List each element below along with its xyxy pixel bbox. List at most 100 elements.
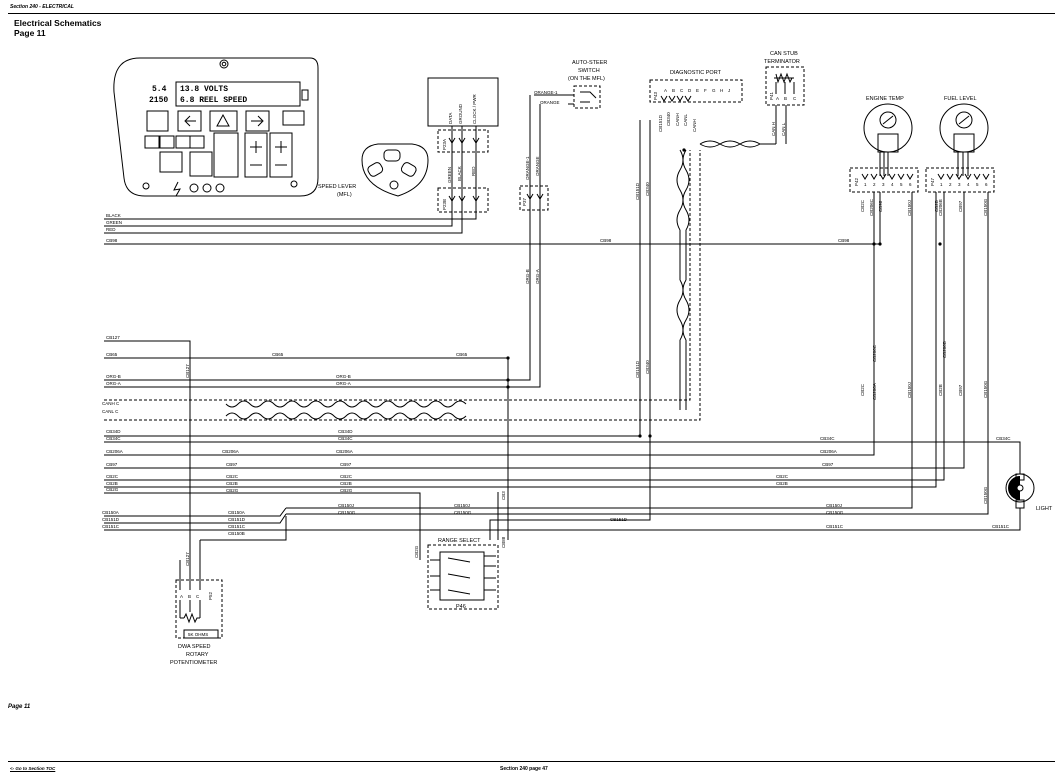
panel-screw-right (290, 180, 298, 188)
panel-button-left[interactable] (177, 110, 202, 132)
wm-cb3: CB3 (501, 491, 506, 500)
v-orga: ORG-A (535, 269, 540, 284)
wr-cb97: CB97 (822, 462, 834, 467)
wr-cb150j: CB150J (826, 503, 842, 508)
v-cb98-top: CB98 (878, 200, 883, 212)
wr-cb206a: CB206A (820, 449, 837, 454)
v-cb2b-top: CB2B (934, 200, 939, 212)
pot-pin-a: A (180, 594, 183, 599)
clock-controller: DATA GROUND CLOCK / PWR P23A P23B GREEN … (427, 77, 499, 213)
v-canl-diag: CANL (683, 113, 688, 126)
p47-pin-3: 3 (958, 182, 961, 187)
v-cb340-2: CB340 (645, 360, 650, 374)
wire-labels-right: CB98 CB34C CB206A CB97 CB2C CB2B CB150J … (776, 238, 1011, 529)
panel-button-plus-2[interactable] (269, 132, 293, 178)
title-line-2: Page 11 (14, 28, 46, 38)
p42-pin-1: 1 (864, 182, 867, 187)
can-stub-terminator: CAN STUB TERMINATOR P41 A B C CAN H CAN … (764, 51, 805, 144)
wm-cb150j-1: CB150J (338, 503, 354, 508)
v-cb206b-mid: CB206B (942, 341, 947, 358)
can-stub-label-2: TERMINATOR (764, 59, 800, 65)
diag-pin-a: A (664, 88, 667, 93)
pot-pin-c: C (196, 594, 200, 599)
wl-cb150a: CB150A (102, 510, 119, 515)
auto-steer-switch: AUTO-STEER SWITCH (ON THE MFL) ORANGE-1 … (519, 60, 607, 212)
wm-cb150a: CB150A (228, 510, 245, 515)
v-cb150g-top: CB150G (983, 198, 988, 216)
wm-cb88: CB88 (501, 536, 506, 548)
wm-cb150b: CB150B (228, 531, 245, 536)
v-cb151d-1: CB151D (635, 182, 640, 200)
p42-pin-6: 6 (909, 182, 912, 187)
can-pin-b: B (784, 96, 787, 101)
instrument-panel: 5.4 13.8 VOLTS 2150 6.8 REEL SPEED (113, 57, 319, 197)
pin-ground-label: GROUND (458, 103, 463, 124)
pin-clock-label: CLOCK / PWR (472, 93, 477, 124)
v-cb127-2: CB127 (185, 552, 190, 566)
diag-pin-c: C (680, 88, 684, 93)
v-cb206b-top: CB206B (938, 199, 943, 216)
p23a-label: P23A (442, 139, 447, 150)
pot-label-3: POTENTIOMETER (170, 660, 217, 666)
panel-button-tall[interactable] (213, 132, 239, 178)
engine-temp-gauge: ENGINE TEMP P42 1 2 3 4 5 6 (849, 96, 919, 193)
wl-cb127: CB127 (106, 335, 120, 340)
panel-button-1[interactable] (146, 110, 169, 132)
panel-button-7[interactable] (189, 151, 213, 177)
wl-cb151d: CB151D (102, 517, 120, 522)
diag-pin-g: G (712, 88, 716, 93)
panel-button-5[interactable] (189, 135, 205, 149)
wm-cb150g-1: CB150G (338, 510, 356, 515)
pot-ohms: 5K OHMS (188, 632, 208, 637)
wm-cb151c: CB151C (228, 524, 246, 529)
header-rule (8, 13, 1055, 14)
wm-cb2g-v: CB2G (414, 545, 419, 558)
v-cb150g-mid: CB150G (983, 380, 988, 398)
v-cb2c-top: CB2C (860, 199, 865, 212)
range-select-switch: RANGE SELECT P46 (427, 538, 499, 610)
wl-cb2b: CB2B (106, 481, 118, 486)
light: LIGHT (1005, 466, 1053, 512)
v-cb206c-mid: CB206C (872, 344, 877, 362)
panel-button-6[interactable] (159, 151, 183, 173)
panel-button-2[interactable] (144, 135, 160, 149)
diagnostic-port-label: DIAGNOSTIC PORT (670, 70, 722, 76)
wm-cb151d-1: CB151D (228, 517, 246, 522)
wr-cb151c: CB151C (826, 524, 844, 529)
p23b-label: P23B (442, 199, 447, 210)
wm-cb2b-1: CB2B (226, 481, 238, 486)
panel-button-up[interactable] (209, 110, 238, 132)
speed-lever: SPEED LEVER (MFL) (318, 143, 429, 198)
wm-cb2g-2: CB2G (340, 488, 353, 493)
wire-labels-vertical: CB151D CB340 CB151D CB340 ORG-B ORG-A CB… (185, 182, 988, 566)
v-cb150j-mid: CB150J (907, 382, 912, 398)
v-can-h: CAN H (771, 122, 776, 136)
panel-button-plus-1[interactable] (244, 132, 268, 178)
diag-pin-h: H (720, 88, 723, 93)
panel-button-4[interactable] (175, 135, 191, 149)
panel-icon-2 (202, 183, 212, 193)
panel-button-menu[interactable] (282, 110, 305, 126)
v-cb2b-mid: CB2B (938, 384, 943, 396)
wm-cb98: CB98 (600, 238, 612, 243)
light-label: LIGHT (1036, 506, 1053, 512)
wire-labels-left: BLACK GREEN RED CB98 CB127 CB65 ORG-B OR… (102, 213, 123, 529)
p46-label: P46 (456, 604, 466, 610)
autosteer-label-1: AUTO-STEER (572, 60, 607, 66)
v-cb206a-mid: CB206A (872, 383, 877, 400)
wm-cb34c: CB34C (338, 436, 353, 441)
wm-cb65-2: CB65 (456, 352, 468, 357)
connector-p37 (519, 185, 549, 211)
wr-cb34c: CB34C (820, 436, 835, 441)
wr-cb2c: CB2C (776, 474, 789, 479)
p47-label: P47 (930, 177, 935, 186)
go-to-toc-link[interactable]: <- Go to Section TOC (10, 766, 56, 771)
wr-cb2b: CB2B (776, 481, 788, 486)
pot-label-2: ROTARY (186, 652, 209, 658)
wm-cb206a-2: CB206A (336, 449, 353, 454)
v-cb151d-top: CB151D (658, 114, 663, 132)
wl-cb34c: CB34C (106, 436, 121, 441)
fuel-level-gauge: FUEL LEVEL P47 1 2 3 4 5 6 (925, 96, 995, 193)
panel-button-3[interactable] (159, 135, 175, 149)
panel-button-right[interactable] (245, 110, 270, 132)
